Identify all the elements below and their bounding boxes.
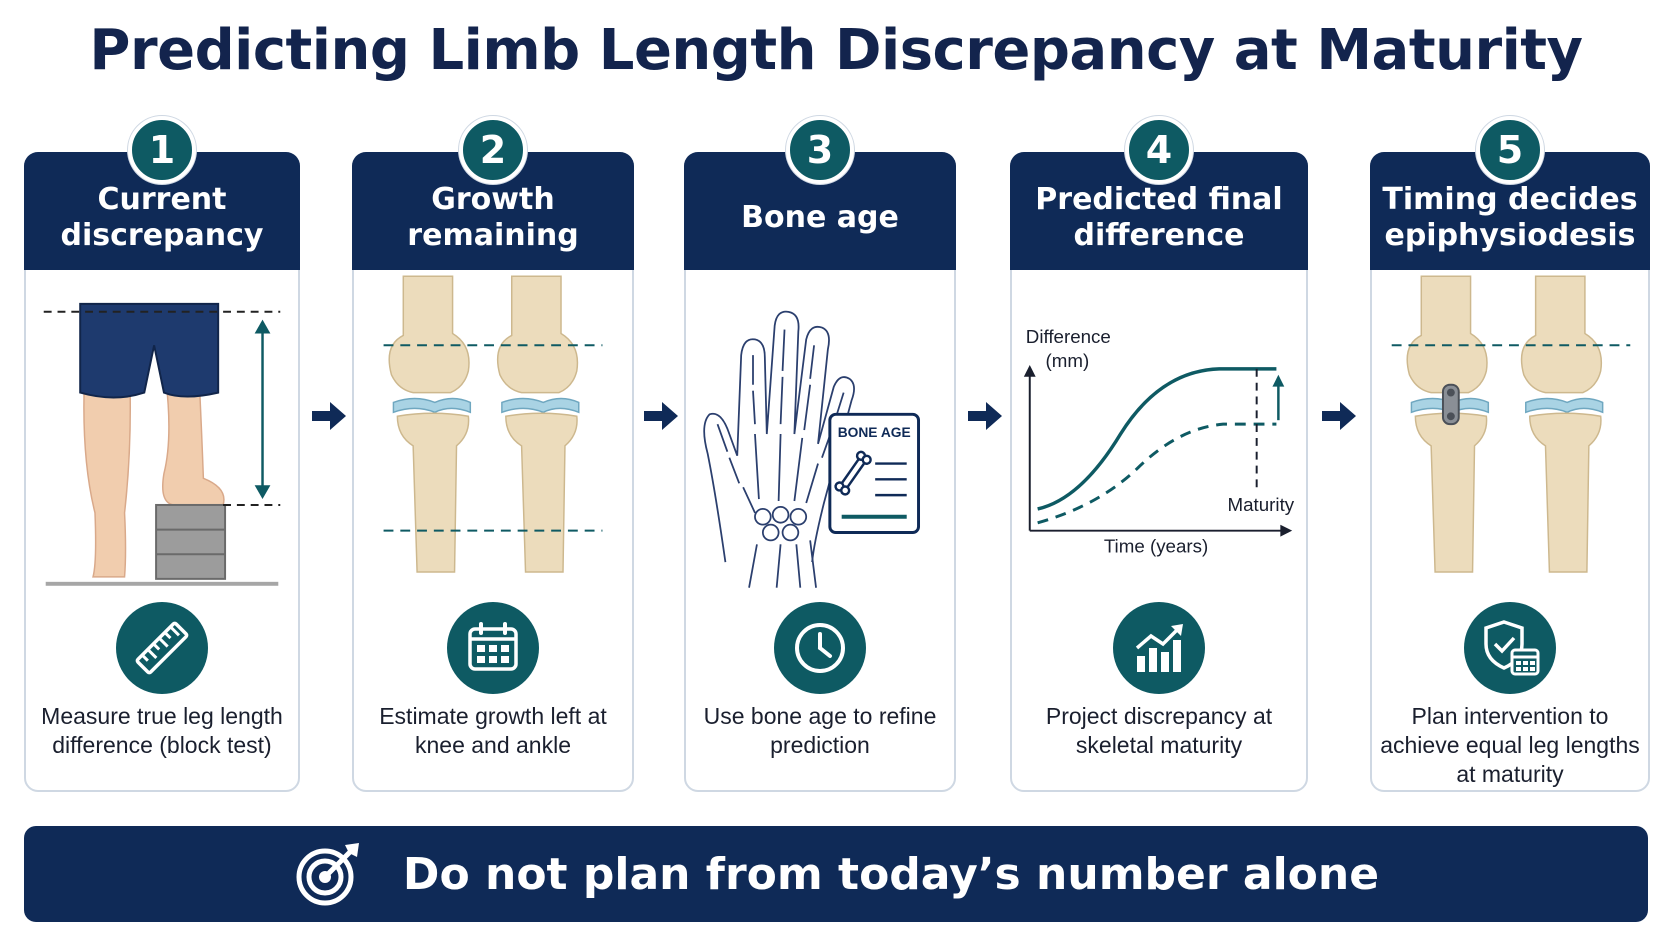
ruler-icon [116, 602, 208, 694]
step-number-badge: 1 [128, 116, 196, 184]
shield-calendar-icon [1464, 602, 1556, 694]
step-number-badge: 5 [1476, 116, 1544, 184]
hand-xray-illustration: BONE AGE [703, 310, 921, 588]
clock-icon [774, 602, 866, 694]
step-4-card: 4 Predicted final difference Difference … [1010, 116, 1308, 792]
bar-chart-up-icon [1113, 602, 1205, 694]
step-2-card: 2 Growth remaining Estimate growth left … [352, 116, 634, 792]
step-header: Predicted final difference [1010, 152, 1308, 270]
step-number-badge: 2 [459, 116, 527, 184]
current-curve-dashed [1037, 422, 1277, 525]
bottom-banner: Do not plan from today’s number alone [24, 826, 1648, 922]
step-title: Growth remaining [407, 182, 579, 253]
step-1-card: 1 Current discrepancy [24, 116, 300, 792]
page-title: Predicting Limb Length Discrepancy at Ma… [89, 18, 1583, 83]
calendar-icon [447, 602, 539, 694]
arrow-right-icon [1322, 402, 1356, 430]
arrow-right-icon [644, 402, 678, 430]
banner-message: Do not plan from today’s number alone [402, 848, 1380, 900]
epiphysiodesis-knee-illustration [1391, 275, 1631, 573]
step-number-badge: 4 [1125, 116, 1193, 184]
arrow-right-icon [968, 402, 1002, 430]
discrepancy-growth-graph: Difference (mm) Maturity Time (years) [1023, 326, 1295, 556]
step-caption: Estimate growth left at knee and ankle [379, 703, 607, 758]
predicted-curve-solid [1037, 367, 1277, 511]
graph-x-label: Time (years) [1104, 535, 1208, 556]
step-5-card: 5 Timing decides epiphysiodesis Plan [1370, 116, 1650, 792]
step-caption: Plan intervention to achieve equal leg l… [1380, 703, 1640, 787]
target-icon [296, 843, 359, 906]
step-title: Bone age [741, 200, 899, 235]
bone-age-card-label: BONE AGE [838, 425, 911, 440]
step-title: Predicted final difference [1035, 182, 1283, 253]
graph-y-label-line2: (mm) [1046, 350, 1090, 371]
step-3-card: 3 Bone age BONE AGE [684, 116, 956, 792]
graph-y-label-line1: Difference [1026, 326, 1111, 347]
knee-growth-plates-illustration [383, 275, 603, 573]
arrow-right-icon [312, 402, 346, 430]
graph-maturity-label: Maturity [1228, 494, 1295, 515]
step-caption: Project discrepancy at skeletal maturity [1045, 703, 1273, 758]
step-caption: Use bone age to refine prediction [703, 703, 937, 758]
step-title: Timing decides epiphysiodesis [1382, 182, 1638, 253]
step-caption: Measure true leg length difference (bloc… [41, 703, 283, 758]
step-title: Current discrepancy [60, 182, 264, 253]
step-number-badge: 3 [786, 116, 854, 184]
block-test-illustration [43, 302, 281, 586]
